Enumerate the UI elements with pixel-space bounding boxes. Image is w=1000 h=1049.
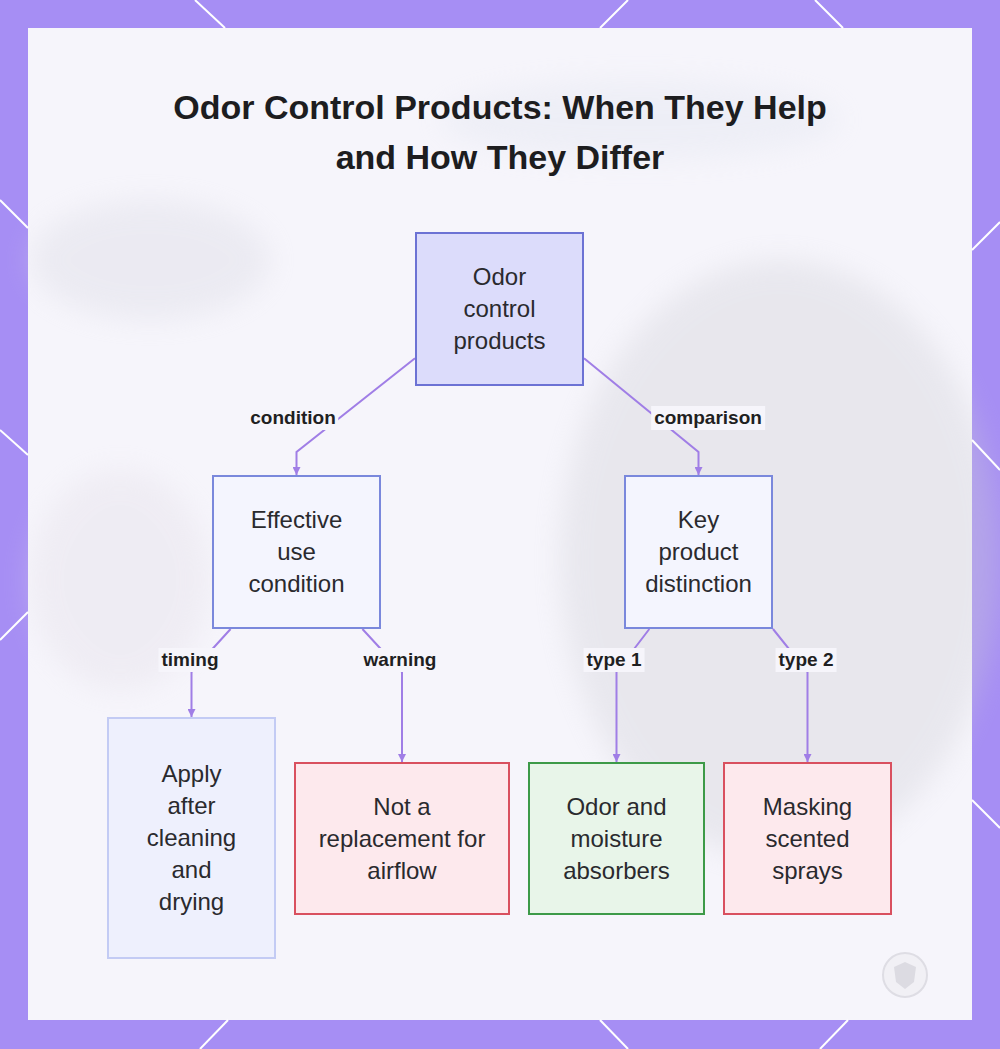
node-label: Odor control products [437, 261, 562, 357]
category-box: Effective use condition [212, 475, 381, 629]
node-label: Odor and moisture absorbers [550, 791, 683, 887]
positive-box: Odor and moisture absorbers [528, 762, 705, 915]
edge-label: timing [159, 648, 222, 672]
node-label: Masking scented sprays [745, 791, 870, 887]
node-label: Effective use condition [234, 504, 359, 600]
node-label: Apply after cleaning and drying [139, 758, 244, 918]
connector [192, 629, 231, 717]
warning-box: Not a replacement for airflow [294, 762, 510, 915]
edge-label: type 1 [584, 648, 645, 672]
edge-label: warning [361, 648, 440, 672]
shield-icon [883, 953, 927, 997]
edge-label: type 2 [776, 648, 837, 672]
warning-box: Masking scented sprays [723, 762, 892, 915]
edge-label: comparison [651, 406, 765, 430]
info-box: Apply after cleaning and drying [107, 717, 276, 959]
edge-label: condition [247, 406, 338, 430]
diagram-title: Odor Control Products: When They Help an… [170, 82, 830, 182]
category-box: Key product distinction [624, 475, 773, 629]
node-label: Key product distinction [644, 504, 753, 600]
node-label: Not a replacement for airflow [318, 791, 486, 887]
root-box: Odor control products [415, 232, 584, 386]
